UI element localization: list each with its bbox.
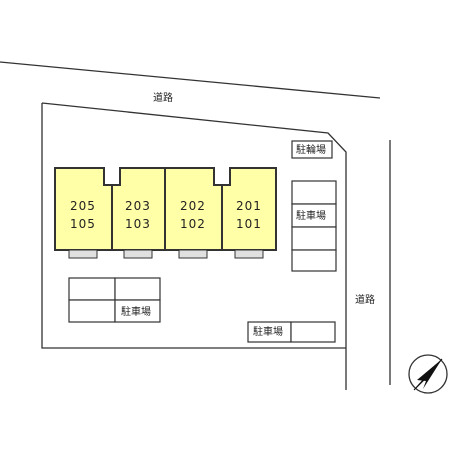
parking-bottom: 駐車場 [247, 321, 336, 343]
north-arrow-icon [408, 354, 448, 394]
bicycle-parking-label: 駐輪場 [296, 143, 326, 156]
room-number-upper: 203 [125, 199, 151, 213]
room-number-lower: 103 [125, 217, 151, 231]
entrance-step [68, 249, 98, 259]
parking-stall [114, 299, 161, 323]
parking-bottom-label: 駐車場 [253, 325, 283, 338]
room-number-upper: 201 [236, 199, 262, 213]
entrance-step [234, 249, 264, 259]
parking-left: 駐車場 [68, 277, 161, 323]
top-road-edge [0, 61, 381, 99]
parking-stall [68, 277, 116, 301]
compass-arrow-body [417, 359, 442, 389]
parking-left-label: 駐車場 [121, 305, 151, 318]
room-number-upper: 205 [70, 199, 96, 213]
entrance-step [178, 249, 208, 259]
building-203-103: 203 103 [111, 167, 166, 259]
bicycle-parking-box [291, 140, 333, 159]
site-boundary [41, 102, 347, 390]
building-205-105: 205 105 [54, 167, 113, 259]
parking-stall [291, 180, 337, 205]
room-number-lower: 105 [70, 217, 96, 231]
parking-stall [291, 249, 337, 272]
room-number-lower: 102 [180, 217, 206, 231]
bicycle-parking: 駐輪場 [291, 140, 333, 159]
parking-right-label: 駐車場 [296, 209, 326, 222]
building-outline [221, 167, 277, 251]
parking-stall [114, 277, 161, 301]
top-road-label: 道路 [153, 91, 173, 104]
parking-stall [68, 299, 116, 323]
building-201-101: 201 101 [221, 167, 277, 259]
apartment-buildings: 205 105 203 103 202 102 201 101 [54, 167, 277, 259]
building-202-102: 202 102 [164, 167, 223, 259]
entrance-step [123, 249, 153, 259]
parking-stall [290, 321, 336, 343]
parking-stall [291, 226, 337, 251]
room-number-upper: 202 [180, 199, 206, 213]
right-road-label: 道路 [355, 293, 375, 306]
room-number-lower: 101 [236, 217, 262, 231]
parking-right: 駐車場 [291, 180, 337, 272]
